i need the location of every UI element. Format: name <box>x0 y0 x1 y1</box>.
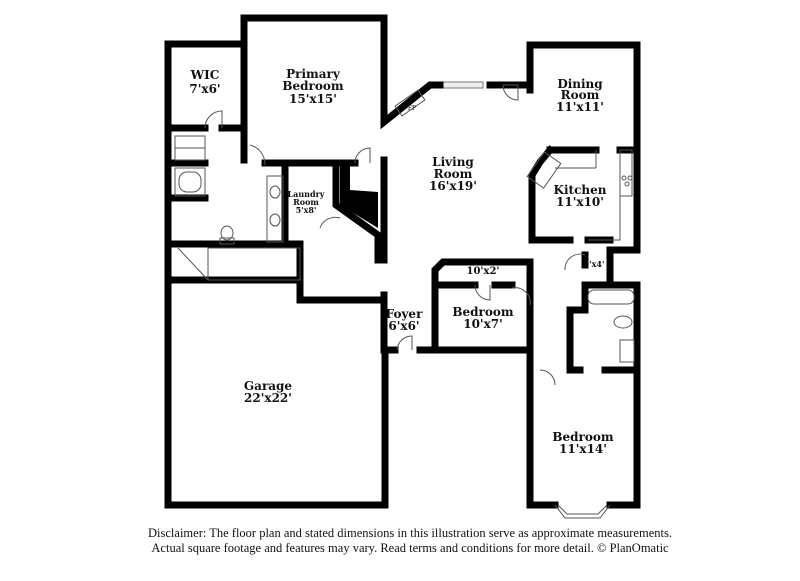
dining-room-label-2: Room <box>561 88 600 102</box>
laundry-size: 5'x8' <box>296 205 317 215</box>
garage-label: Garage <box>244 379 293 393</box>
closet-10x2-size: 10'x2' <box>467 266 500 277</box>
primary-bedroom-label-2: Bedroom <box>282 79 343 93</box>
wic-label: WIC <box>190 68 220 82</box>
closet-2x4-size: 2'x4' <box>584 259 605 269</box>
living-room-size: 16'x19' <box>429 179 477 193</box>
dining-room-size: 11'x11' <box>556 100 604 114</box>
dining-room-label: Dining <box>557 77 603 91</box>
bedroom-small-label: Bedroom <box>452 305 513 319</box>
bedroom-large-size: 11'x14' <box>559 442 607 456</box>
bedroom-small-size: 10'x7' <box>463 317 503 331</box>
laundry-label-2: Room <box>293 197 319 207</box>
wic-size: 7'x6' <box>189 82 220 96</box>
primary-bedroom-label: Primary <box>286 67 341 81</box>
foyer-size: 6'x6' <box>388 319 419 333</box>
primary-bedroom-size: 15'x15' <box>289 92 337 106</box>
disclaimer-line-1: Disclaimer: The floor plan and stated di… <box>148 526 672 540</box>
living-room-label: Living <box>432 155 474 169</box>
foyer-label: Foyer <box>386 307 423 321</box>
stairs <box>177 247 301 281</box>
fireplace-label: FP <box>408 105 416 112</box>
laundry-label: Laundry <box>288 189 325 199</box>
room-labels: WIC 7'x6' Primary Bedroom 15'x15' Laundr… <box>189 67 613 456</box>
garage-size: 22'x22' <box>244 391 292 405</box>
bedroom-large-label: Bedroom <box>552 430 613 444</box>
walls <box>164 14 641 519</box>
living-room-label-2: Room <box>434 167 473 181</box>
kitchen-label: Kitchen <box>554 183 607 197</box>
kitchen-size: 11'x10' <box>556 195 604 209</box>
disclaimer-line-2: Actual square footage and features may v… <box>151 541 669 555</box>
